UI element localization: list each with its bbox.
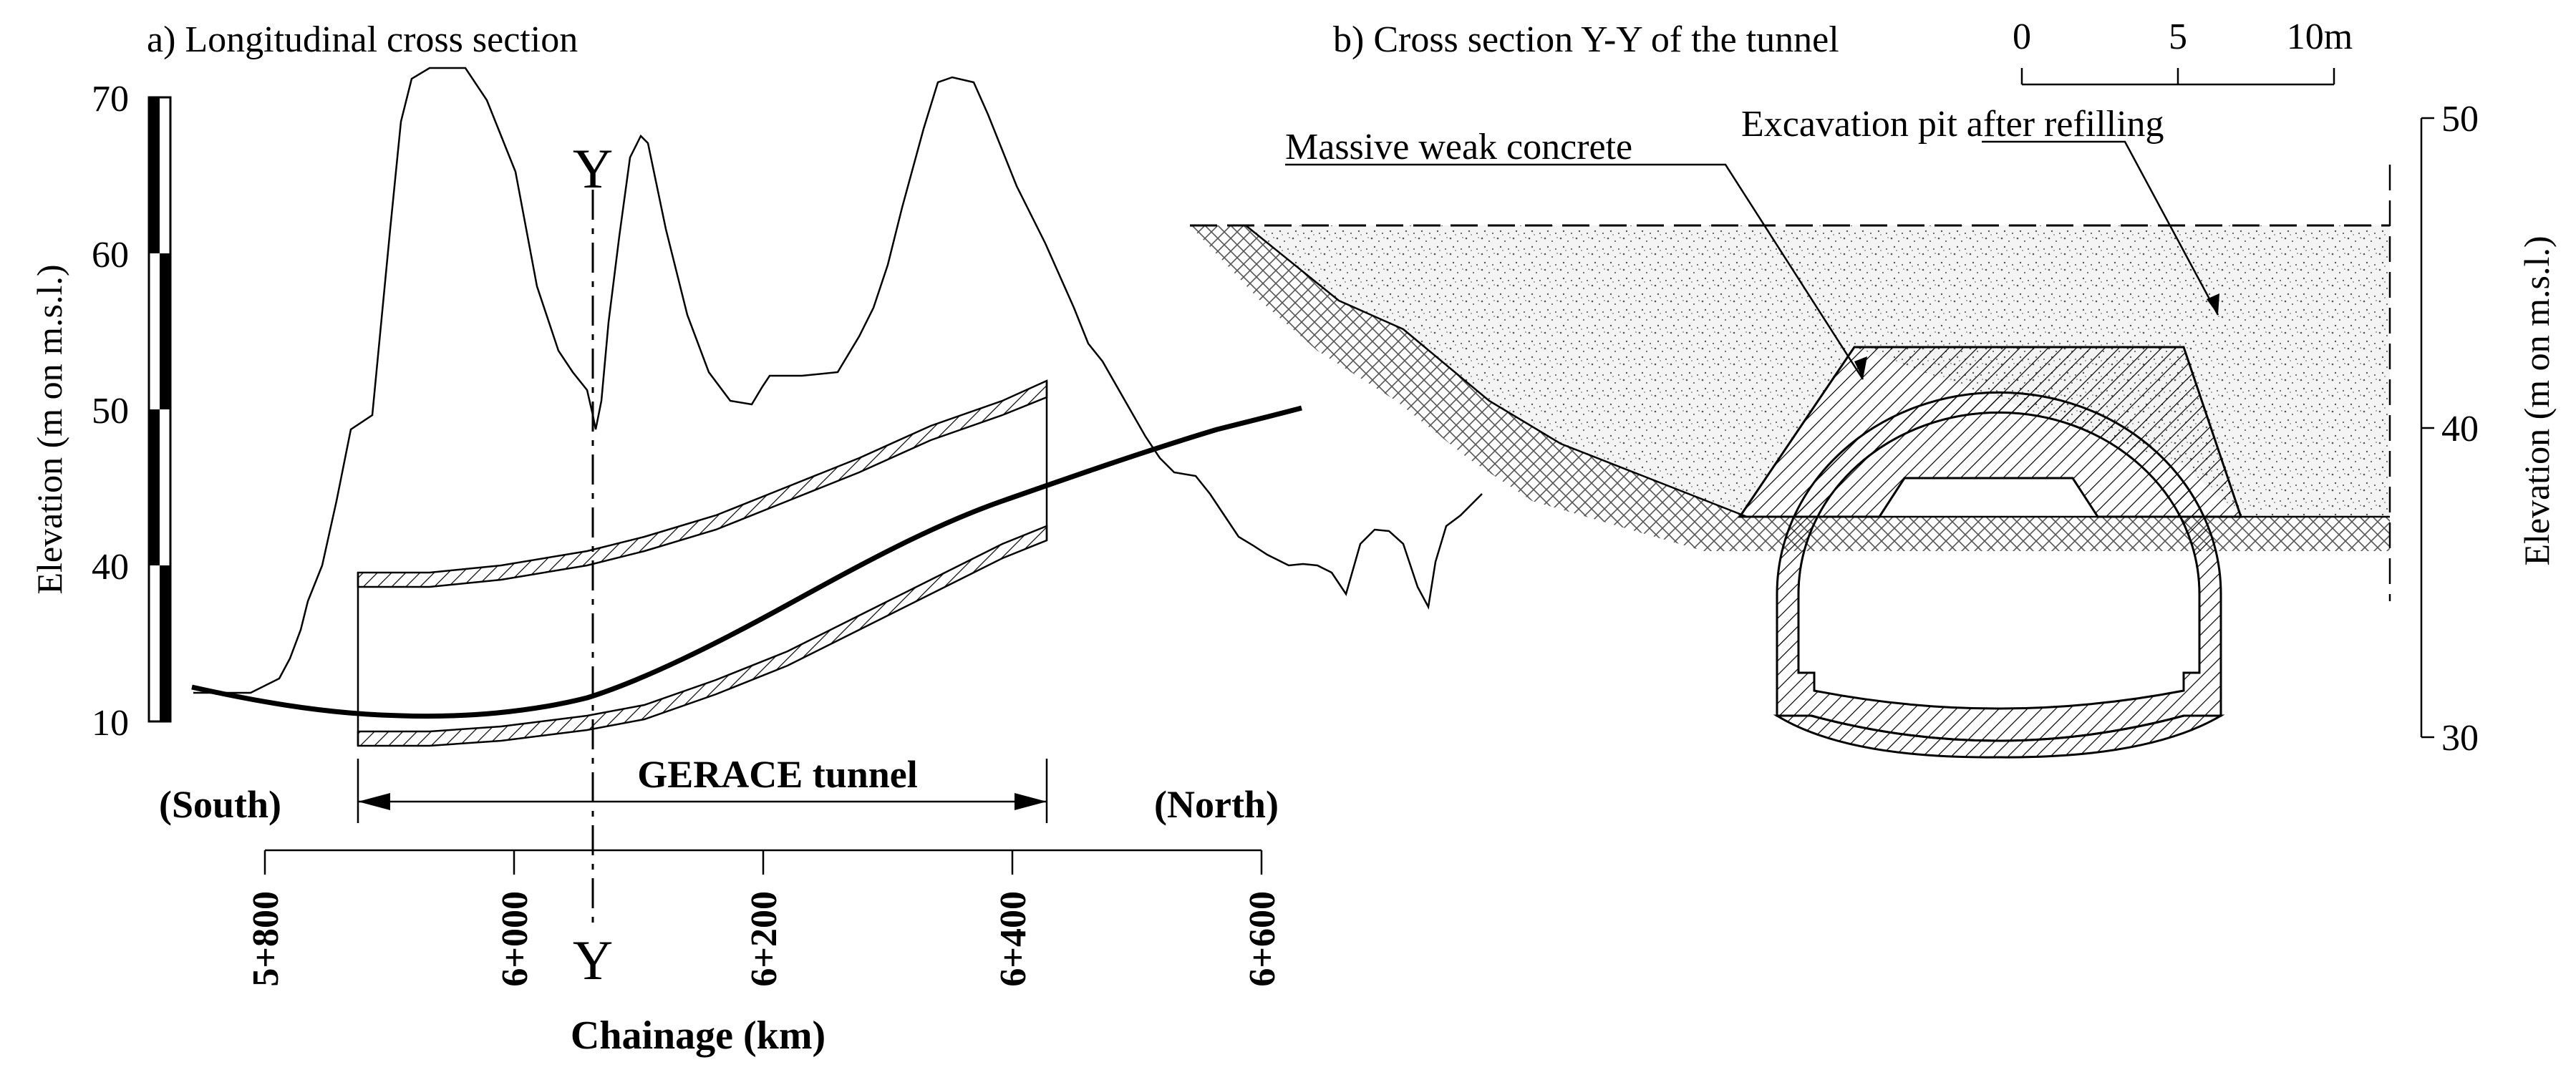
panel-a-y-tick-70: 70 xyxy=(92,79,129,120)
panel-b-y-tick-50: 50 xyxy=(2441,99,2479,140)
x-tick-6600: 6+600 xyxy=(1242,891,1283,987)
tunnel-upper-lining xyxy=(357,379,1048,588)
excavation-pit-refill xyxy=(1246,225,2390,517)
x-axis-label: Chainage (km) xyxy=(571,1013,825,1058)
leader-massive-weak-concrete xyxy=(1285,163,1864,380)
length-scale-bar xyxy=(2020,68,2335,86)
scale-tick-0: 0 xyxy=(2013,16,2031,57)
panel-a-y-tick-50: 50 xyxy=(92,391,129,432)
panel-a-y-tick-40: 40 xyxy=(92,547,129,588)
panel-a-y-tick-10: 10 xyxy=(92,703,129,744)
panel-b-elevation-axis xyxy=(2388,117,2434,739)
tunnel-invert xyxy=(1773,714,2225,759)
excavation-slope-line xyxy=(1245,225,1748,518)
terrain-profile xyxy=(193,67,1483,694)
tunnel-inner-outline xyxy=(1797,412,2201,673)
leader-excavation-pit xyxy=(1982,140,2219,316)
panel-a-y-tick-60: 60 xyxy=(92,235,129,276)
north-label: (North) xyxy=(1154,783,1279,826)
grade-line xyxy=(191,405,1302,719)
tunnel-length-dimension xyxy=(357,759,1048,823)
panel-b-title: b) Cross section Y-Y of the tunnel xyxy=(1333,19,1839,60)
panel-a-y-axis-label: Elevation (m on m.s.l.) xyxy=(29,264,69,594)
label-massive-weak-concrete: Massive weak concrete xyxy=(1285,127,1632,167)
label-excavation-pit: Excavation pit after refilling xyxy=(1741,104,2164,145)
x-tick-6000: 6+000 xyxy=(495,891,536,987)
south-label: (South) xyxy=(159,783,281,826)
massive-weak-concrete xyxy=(1738,346,2243,518)
x-tick-5800: 5+800 xyxy=(246,891,286,987)
section-mark-top: Y xyxy=(573,137,613,200)
scale-tick-5: 5 xyxy=(2169,16,2187,57)
panel-b-y-tick-40: 40 xyxy=(2441,409,2479,449)
panel-a-title: a) Longitudinal cross section xyxy=(147,19,578,60)
tunnel-lower-lining xyxy=(357,525,1048,747)
natural-ground xyxy=(1190,225,2390,551)
section-mark-bottom: Y xyxy=(573,929,613,991)
x-tick-6400: 6+400 xyxy=(993,891,1034,987)
panel-b-y-tick-30: 30 xyxy=(2441,718,2479,759)
panel-b: b) Cross section Y-Y of the tunnel 0 5 1… xyxy=(1190,16,2557,759)
chainage-axis xyxy=(263,849,1263,875)
panel-b-y-axis-label: Elevation (m on m.s.l.) xyxy=(2517,235,2557,565)
scale-tick-10m: 10m xyxy=(2287,16,2353,57)
x-tick-6200: 6+200 xyxy=(744,891,785,987)
tunnel-label: GERACE tunnel xyxy=(637,753,918,796)
panel-a-elevation-scale-bar xyxy=(147,96,172,723)
panel-a: a) Longitudinal cross section Elevation … xyxy=(29,19,1483,1058)
